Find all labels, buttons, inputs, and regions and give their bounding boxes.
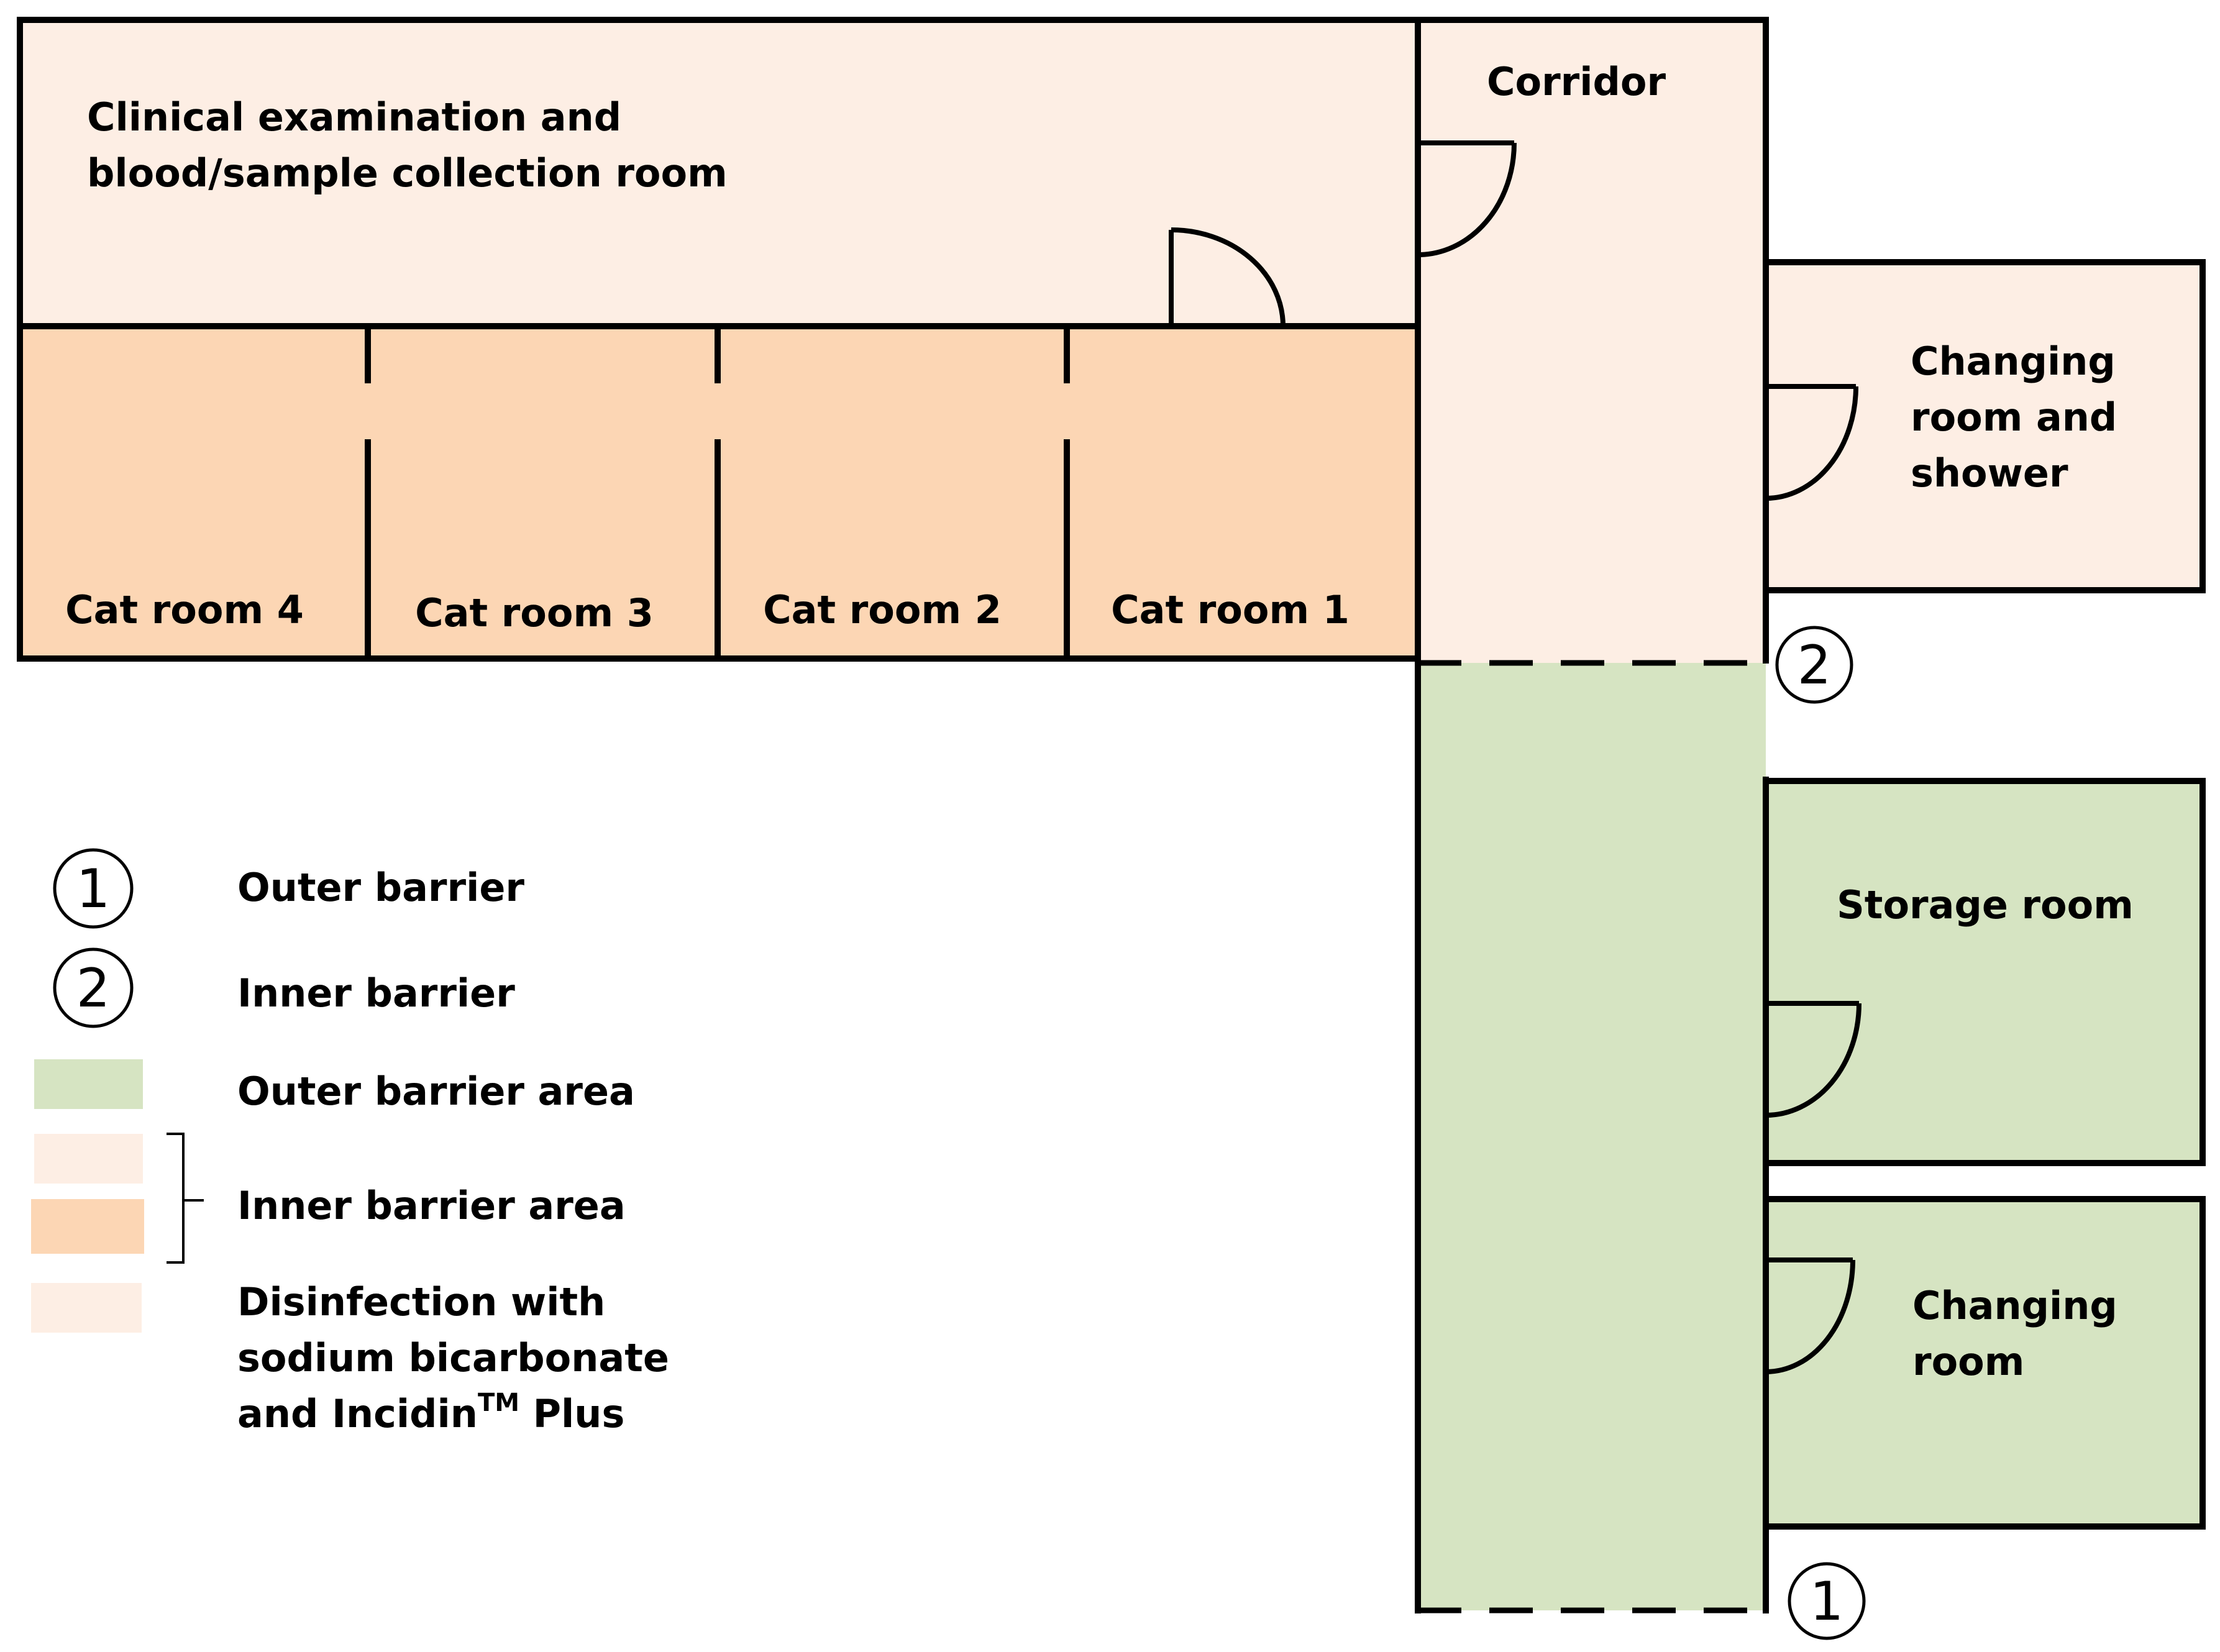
clinical-room-label-line1: Clinical examination and <box>87 94 621 140</box>
door-storage <box>1765 1001 1861 1118</box>
legend-outer-area-swatch <box>34 1059 143 1109</box>
svg-text:1: 1 <box>1810 1571 1844 1633</box>
changing-shower-area <box>1766 262 2201 591</box>
changing-shower-label-line3: shower <box>1911 450 2068 496</box>
legend-disinfection-tm: TM <box>478 1389 519 1417</box>
legend-inner-barrier-marker: 2 <box>53 947 134 1028</box>
legend: 1 Outer barrier 2 Inner barrier Outer ba… <box>31 848 669 1436</box>
legend-disinfection-swatch <box>31 1283 142 1333</box>
cat-room-2-label: Cat room 2 <box>763 587 1002 632</box>
legend-disinfection-prefix: and Incidin <box>237 1391 478 1436</box>
storage-room-area <box>1766 781 2201 1165</box>
legend-disinfection-line3: and IncidinTM Plus <box>237 1389 624 1436</box>
door-clinical-catroom <box>1169 227 1286 327</box>
legend-disinfection-suffix: Plus <box>519 1391 624 1436</box>
door-changing-shower <box>1765 384 1858 501</box>
legend-outer-barrier-marker: 1 <box>53 848 134 929</box>
svg-text:2: 2 <box>1797 634 1832 696</box>
corridor-inner-area <box>1418 20 1766 663</box>
changing-room-label-line1: Changing <box>1912 1283 2117 1328</box>
changing-room-label-line2: room <box>1912 1339 2024 1384</box>
changing-room-area <box>1766 1199 2201 1527</box>
legend-inner-dark-swatch <box>31 1199 144 1254</box>
walls <box>17 17 2206 1613</box>
corridor-outer-area <box>1418 663 1766 1610</box>
legend-inner-area-label: Inner barrier area <box>237 1183 626 1228</box>
legend-inner-light-swatch <box>34 1134 143 1184</box>
changing-shower-label-line2: room and <box>1911 395 2117 440</box>
cat-room-3-label: Cat room 3 <box>415 590 654 636</box>
legend-brace <box>167 1133 204 1264</box>
legend-outer-barrier-label: Outer barrier <box>237 865 524 910</box>
changing-shower-label-line1: Changing <box>1911 339 2116 384</box>
svg-text:1: 1 <box>76 858 111 920</box>
storage-room-label: Storage room <box>1837 882 2134 928</box>
clinical-room-area <box>20 20 1418 326</box>
svg-text:2: 2 <box>76 957 111 1020</box>
door-corridor-clinical <box>1417 140 1517 257</box>
legend-disinfection-line2: sodium bicarbonate <box>237 1335 669 1380</box>
inner-barrier-marker: 2 <box>1775 626 1853 704</box>
outer-barrier-marker: 1 <box>1788 1562 1866 1640</box>
cat-room-4-label: Cat room 4 <box>65 587 304 632</box>
legend-outer-area-label: Outer barrier area <box>237 1069 635 1114</box>
doors <box>1169 140 1861 1374</box>
legend-disinfection-line1: Disinfection with <box>237 1279 605 1325</box>
legend-inner-barrier-label: Inner barrier <box>237 970 515 1016</box>
door-changing <box>1765 1257 1855 1374</box>
corridor-label: Corridor <box>1487 59 1666 104</box>
cat-room-1-label: Cat room 1 <box>1111 587 1350 632</box>
clinical-room-label-line2: blood/sample collection room <box>87 150 728 196</box>
